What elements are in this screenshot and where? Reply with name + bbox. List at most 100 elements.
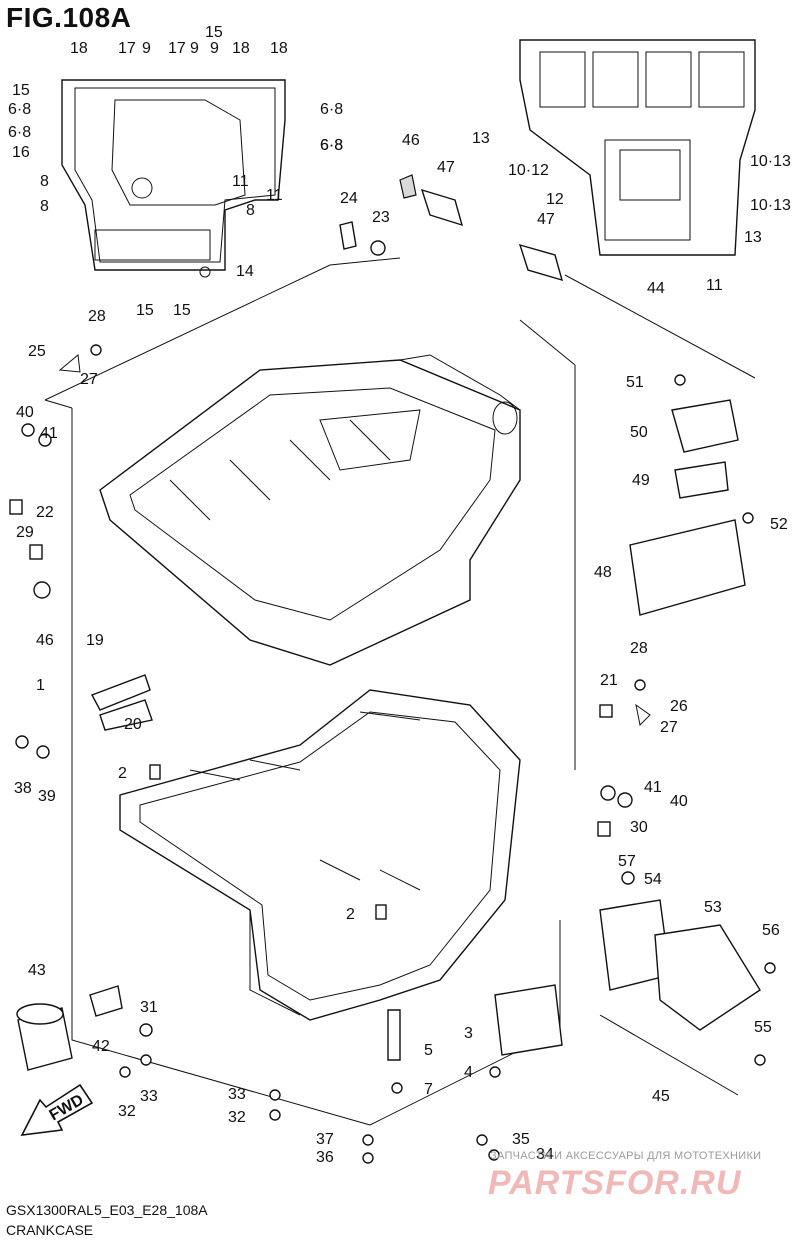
callout-3-label: 3: [464, 1025, 473, 1042]
callout-5-label: 5: [424, 1042, 433, 1059]
callout-4-label: 4: [464, 1064, 473, 1081]
callout-35-label: 35: [512, 1131, 530, 1148]
callout-33-label: 33: [140, 1088, 158, 1105]
callout-6-8-label: 6·8: [8, 101, 31, 118]
callout-31-label: 31: [140, 999, 158, 1016]
callout-8-label: 8: [40, 198, 49, 215]
callout-9-label: 9: [142, 40, 151, 57]
callout-50-label: 50: [630, 424, 648, 441]
callout-7-label: 7: [424, 1081, 433, 1098]
callout-25-label: 25: [28, 343, 46, 360]
callout-15-label: 15: [136, 302, 154, 319]
callout-51-label: 51: [626, 374, 644, 391]
callout-11-label: 11: [706, 277, 723, 294]
callout-13-label: 13: [472, 130, 490, 147]
callout-37-label: 37: [316, 1131, 334, 1148]
callout-40-label: 40: [16, 404, 34, 421]
callout-18-label: 18: [232, 40, 250, 57]
callout-1-label: 1: [36, 677, 45, 694]
callout-27-label: 27: [660, 719, 678, 736]
callout-17-label: 17: [118, 40, 136, 57]
callout-49-label: 49: [632, 472, 650, 489]
callout-9-label: 9: [210, 40, 219, 57]
watermark-logo: PARTSFOR.RU: [488, 1164, 742, 1202]
callout-17-label: 17: [168, 40, 186, 57]
fwd-arrow: FWD: [20, 1083, 94, 1136]
footer-name: CRANKCASE: [6, 1222, 94, 1238]
crankcase-bottom-view: [61, 79, 286, 278]
small-parts: [9, 174, 776, 1164]
footer-code: GSX1300RAL5_E03_E28_108A: [6, 1202, 208, 1218]
callout-6-8-label: 6·8: [8, 124, 31, 141]
upper-crankcase: [99, 354, 521, 666]
callout-28-label: 28: [88, 308, 106, 325]
figure-title: FIG.108A: [6, 2, 132, 33]
callout-10-13-label: 10·13: [750, 197, 791, 214]
callout-24-label: 24: [340, 190, 358, 207]
callout-12-label: 12: [546, 191, 564, 208]
callout-6-8-label: 6·8: [320, 137, 343, 154]
crankcase-top-view: [519, 39, 756, 256]
callout-28-label: 28: [630, 640, 648, 657]
callout-20-label: 20: [124, 716, 142, 733]
callout-11-label: 11: [232, 173, 249, 190]
callout-18-label: 18: [270, 40, 288, 57]
callout-46-label: 46: [36, 632, 54, 649]
callout-10-13-label: 10·13: [750, 153, 791, 170]
callout-32-label: 32: [228, 1109, 246, 1126]
callout-21-label: 21: [600, 672, 618, 689]
callout-19-label: 19: [86, 632, 104, 649]
callout-2-label: 2: [118, 765, 127, 782]
callout-44-label: 44: [647, 280, 665, 297]
callout-47-label: 47: [537, 211, 555, 228]
callout-8-label: 8: [40, 173, 49, 190]
callout-55-label: 55: [754, 1019, 772, 1036]
callout-56-label: 56: [762, 922, 780, 939]
callout-2-label: 2: [346, 906, 355, 923]
callout-14-label: 14: [236, 263, 254, 280]
callout-6-8-label: 6·8: [320, 137, 343, 154]
callout-6-8-label: 6·8: [320, 101, 343, 118]
callout-23-label: 23: [372, 209, 390, 226]
callout-38-label: 38: [14, 780, 32, 797]
callout-13-label: 13: [744, 229, 762, 246]
callout-30-label: 30: [630, 819, 648, 836]
callout-18-label: 18: [70, 40, 88, 57]
callout-36-label: 36: [316, 1149, 334, 1166]
lower-crankcase: [119, 689, 521, 1021]
callout-46-label: 46: [402, 132, 420, 149]
callout-32-label: 32: [118, 1103, 136, 1120]
callout-47-label: 47: [437, 159, 455, 176]
callout-27-label: 27: [80, 371, 98, 388]
callout-40-label: 40: [670, 793, 688, 810]
callout-53-label: 53: [704, 899, 722, 916]
callout-15-label: 15: [173, 302, 191, 319]
callout-45-label: 45: [652, 1088, 670, 1105]
watermark-caption: ЗАПЧАСТИ И АКСЕССУАРЫ ДЛЯ МОТОТЕХНИКИ: [490, 1150, 762, 1162]
callout-41-label: 41: [40, 425, 58, 442]
callout-10-12-label: 10·12: [508, 162, 549, 179]
callout-29-label: 29: [16, 524, 34, 541]
callout-57-label: 57: [618, 853, 636, 870]
callout-9-label: 9: [190, 40, 199, 57]
callout-15-label: 15: [205, 24, 223, 41]
callout-54-label: 54: [644, 871, 662, 888]
callout-34-label: 34: [536, 1146, 554, 1163]
callout-22-label: 22: [36, 504, 54, 521]
callout-8-label: 8: [246, 202, 255, 219]
callout-43-label: 43: [28, 962, 46, 979]
callout-42-label: 42: [92, 1038, 110, 1055]
callout-33-label: 33: [228, 1086, 246, 1103]
callout-15-label: 15: [12, 82, 30, 99]
callout-39-label: 39: [38, 788, 56, 805]
callout-26-label: 26: [670, 698, 688, 715]
callout-11-label: 11: [266, 187, 283, 204]
oil-filter: [16, 1003, 73, 1071]
callout-52-label: 52: [770, 516, 788, 533]
callout-48-label: 48: [594, 564, 612, 581]
callout-16-label: 16: [12, 144, 30, 161]
callout-41-label: 41: [644, 779, 662, 796]
